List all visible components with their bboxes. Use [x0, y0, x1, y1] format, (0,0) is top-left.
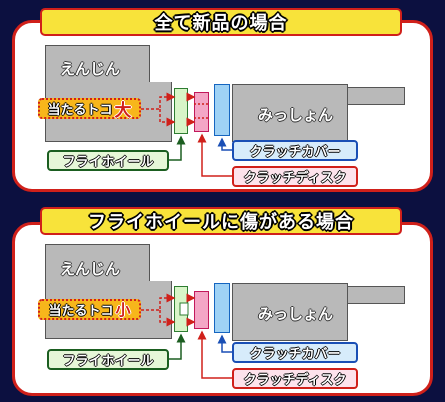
panel1-clutch-cover	[214, 84, 230, 136]
panel2-contact-tag: 当たるトコ小	[38, 299, 141, 320]
panel2-disc-leader	[197, 330, 232, 379]
panel1-contact-arrows	[141, 92, 176, 127]
panel1-clutch-disc-tag: クラッチディスク	[232, 166, 358, 187]
panel2-clutch-cover	[214, 283, 230, 333]
panel2-clutch-disc-tag: クラッチディスク	[232, 368, 358, 389]
panel2-transmission-shaft	[347, 286, 405, 304]
panel1-disc-contact-arrows	[186, 92, 209, 127]
panel1-title-banner: 全て新品の場合	[40, 8, 402, 36]
panel1-transmission-shaft	[347, 87, 405, 105]
panel1-cover-leader	[217, 137, 232, 151]
panel1-engine-label: えんじん	[60, 60, 121, 78]
panel2-transmission-body	[232, 283, 348, 341]
panel1-flywheel-label: フライホイール	[62, 155, 154, 170]
panel2-flywheel-tag: フライホイール	[47, 349, 169, 370]
panel2-disc-contact-arrows	[186, 293, 196, 327]
panel2-flywheel-leader	[169, 333, 186, 360]
panel2-contact-size: 小	[115, 301, 131, 319]
panel1-clutch-cover-tag: クラッチカバー	[232, 140, 358, 161]
panel2-clutch-cover-tag: クラッチカバー	[232, 342, 358, 363]
panel1-flywheel	[174, 88, 188, 134]
panel1-contact-size: 大	[114, 101, 132, 121]
panel2-title-banner: フライホイールに傷がある場合	[40, 207, 402, 235]
panel2-clutch-cover-label: クラッチカバー	[249, 347, 341, 362]
panel1-contact-prefix: 当たるトコ	[47, 103, 113, 118]
panel2-flywheel-scratch	[179, 302, 189, 316]
panel2-engine-top	[45, 244, 150, 282]
panel1-engine-top	[45, 45, 150, 83]
panel2-title: フライホイールに傷がある場合	[88, 212, 354, 233]
panel2-clutch-disc-label: クラッチディスク	[243, 373, 347, 388]
panel2-clutch-disc	[194, 291, 209, 329]
panel2-engine-label: えんじん	[60, 260, 121, 278]
panel1-clutch-cover-label: クラッチカバー	[249, 145, 341, 160]
panel1-title: 全て新品の場合	[154, 13, 288, 34]
panel1-transmission-body	[232, 84, 348, 142]
panel1-transmission-label: みっしょん	[258, 106, 334, 124]
panel2-contact-arrows	[141, 293, 176, 327]
panel2-transmission-label: みっしょん	[258, 305, 334, 323]
panel1-clutch-disc-label: クラッチディスク	[243, 171, 347, 186]
panel1-clutch-disc	[194, 92, 209, 132]
panel1-flywheel-leader	[169, 135, 186, 161]
panel2-cover-leader	[217, 334, 232, 353]
panel1-flywheel-tag: フライホイール	[47, 150, 169, 171]
panel2-contact-prefix: 当たるトコ	[48, 304, 114, 319]
panel1-disc-leader	[197, 133, 232, 177]
panel1-contact-tag: 当たるトコ大	[38, 98, 141, 121]
panel2-flywheel-label: フライホイール	[62, 354, 154, 369]
